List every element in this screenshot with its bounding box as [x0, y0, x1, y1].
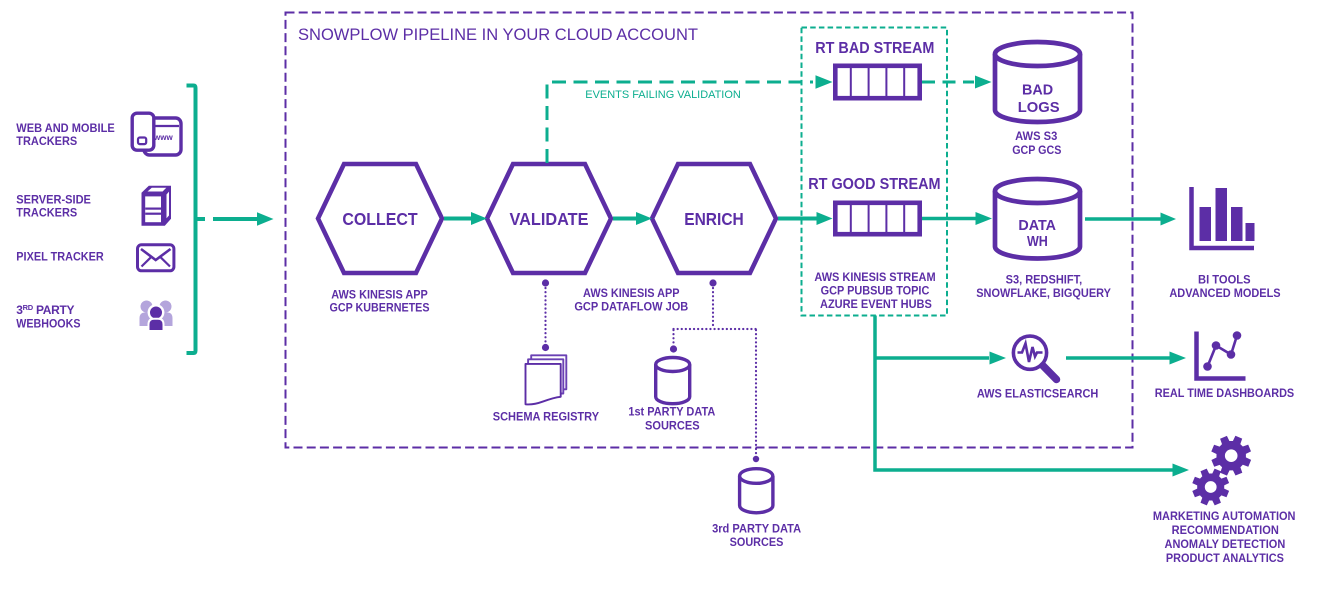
svg-text:WEBHOOKS: WEBHOOKS — [16, 317, 80, 331]
svg-text:SCHEMA REGISTRY: SCHEMA REGISTRY — [493, 410, 599, 424]
svg-text:WH: WH — [1027, 233, 1048, 250]
svg-text:SOURCES: SOURCES — [645, 418, 700, 432]
svg-text:SOURCES: SOURCES — [730, 535, 784, 549]
svg-text:WEB AND MOBILE: WEB AND MOBILE — [16, 121, 114, 135]
svg-text:ADVANCED MODELS: ADVANCED MODELS — [1169, 286, 1280, 300]
svg-text:ANOMALY DETECTION: ANOMALY DETECTION — [1165, 537, 1286, 551]
svg-text:TRACKERS: TRACKERS — [16, 134, 77, 148]
svg-text:COLLECT: COLLECT — [342, 209, 418, 229]
svg-text:EVENTS FAILING VALIDATION: EVENTS FAILING VALIDATION — [585, 89, 741, 101]
svg-text:AZURE EVENT HUBS: AZURE EVENT HUBS — [820, 297, 932, 311]
svg-text:AWS ELASTICSEARCH: AWS ELASTICSEARCH — [977, 386, 1099, 400]
svg-text:TRACKERS: TRACKERS — [16, 206, 77, 220]
svg-text:RT BAD STREAM: RT BAD STREAM — [815, 40, 934, 57]
svg-text:SNOWFLAKE, BIGQUERY: SNOWFLAKE, BIGQUERY — [976, 286, 1111, 300]
svg-text:REAL TIME DASHBOARDS: REAL TIME DASHBOARDS — [1155, 386, 1294, 400]
svg-text:LOGS: LOGS — [1018, 99, 1060, 116]
svg-text:GCP PUBSUB TOPIC: GCP PUBSUB TOPIC — [821, 284, 930, 298]
svg-text:SNOWPLOW PIPELINE IN YOUR CLOU: SNOWPLOW PIPELINE IN YOUR CLOUD ACCOUNT — [298, 26, 698, 44]
svg-text:AWS S3: AWS S3 — [1015, 129, 1057, 143]
svg-text:ENRICH: ENRICH — [684, 209, 744, 229]
svg-text:RECOMMENDATION: RECOMMENDATION — [1172, 523, 1279, 537]
svg-text:BAD: BAD — [1022, 82, 1053, 99]
svg-text:BI TOOLS: BI TOOLS — [1198, 273, 1251, 287]
svg-text:DATA: DATA — [1018, 217, 1056, 234]
svg-text:www: www — [153, 133, 173, 142]
svg-text:3RD PARTY: 3RD PARTY — [16, 303, 74, 317]
svg-text:VALIDATE: VALIDATE — [510, 209, 589, 229]
svg-text:GCP KUBERNETES: GCP KUBERNETES — [330, 301, 430, 315]
svg-text:AWS KINESIS STREAM: AWS KINESIS STREAM — [814, 270, 935, 284]
svg-text:PIXEL TRACKER: PIXEL TRACKER — [16, 250, 104, 264]
svg-text:S3, REDSHIFT,: S3, REDSHIFT, — [1006, 273, 1083, 287]
svg-text:GCP DATAFLOW JOB: GCP DATAFLOW JOB — [574, 300, 688, 314]
svg-text:SERVER-SIDE: SERVER-SIDE — [16, 193, 91, 207]
svg-text:AWS KINESIS APP: AWS KINESIS APP — [583, 286, 680, 300]
svg-text:3rd PARTY DATA: 3rd PARTY DATA — [712, 521, 801, 535]
svg-text:RT GOOD STREAM: RT GOOD STREAM — [808, 176, 940, 193]
svg-text:1st PARTY DATA: 1st PARTY DATA — [628, 405, 715, 419]
svg-text:PRODUCT ANALYTICS: PRODUCT ANALYTICS — [1166, 551, 1284, 565]
svg-text:MARKETING AUTOMATION: MARKETING AUTOMATION — [1153, 509, 1296, 523]
svg-text:AWS KINESIS APP: AWS KINESIS APP — [331, 288, 428, 302]
svg-text:GCP GCS: GCP GCS — [1012, 143, 1061, 157]
